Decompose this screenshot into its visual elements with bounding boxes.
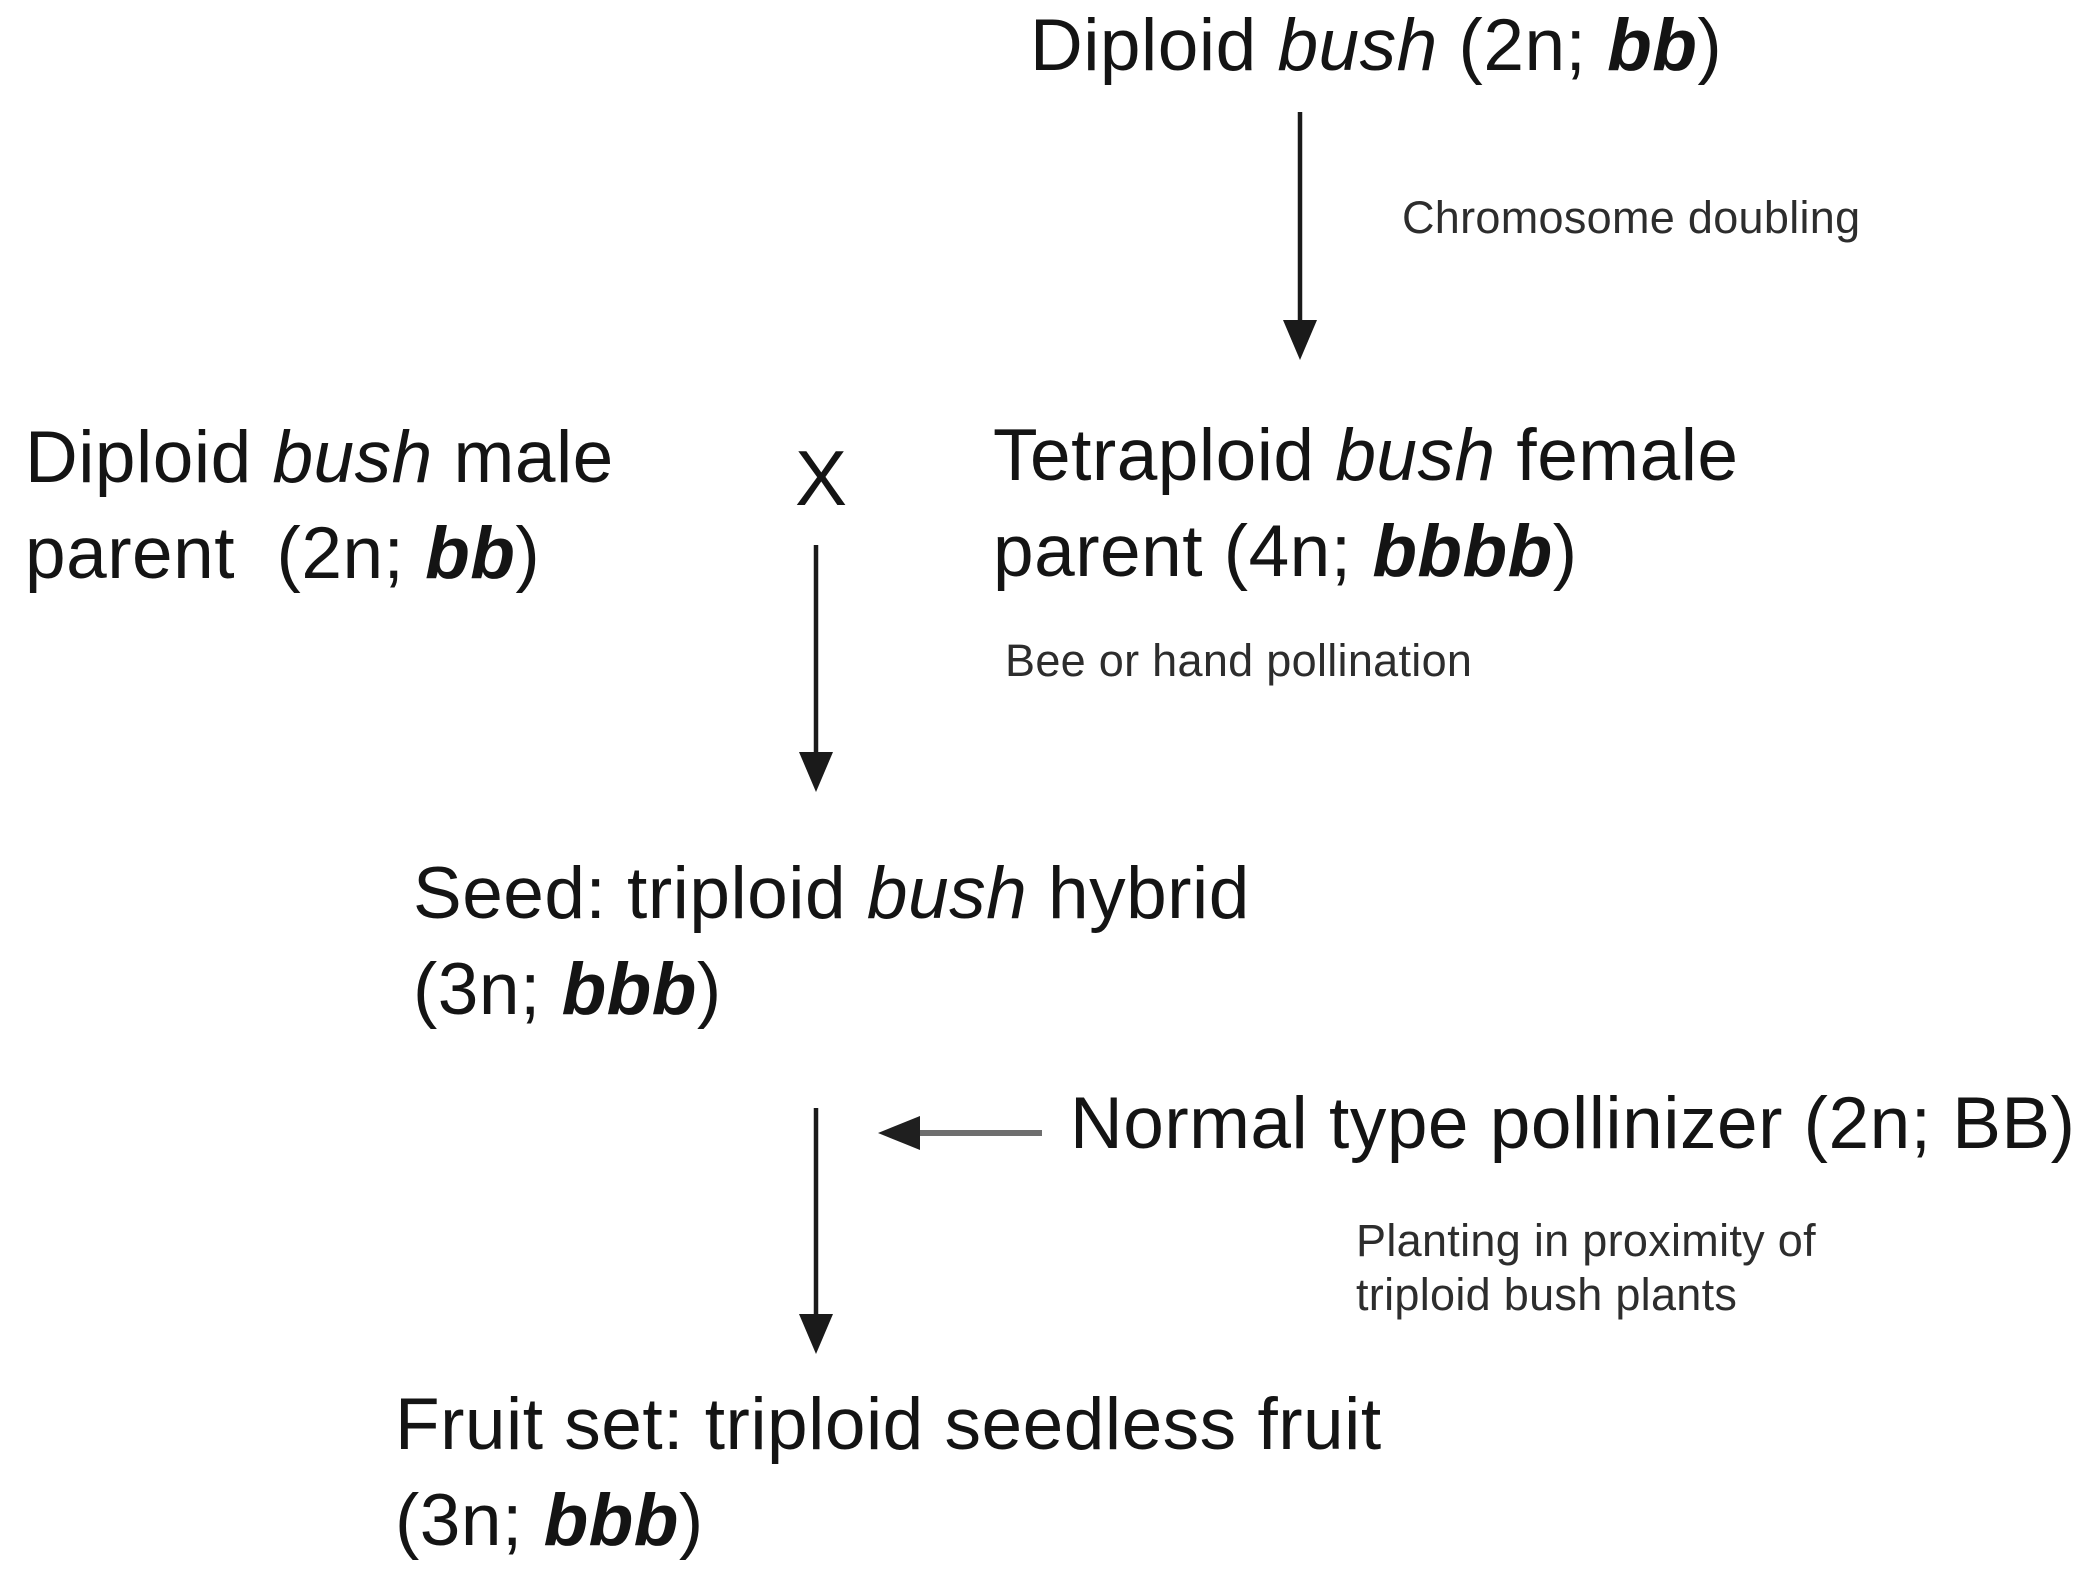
pollinizer-arrow: [878, 1116, 1042, 1150]
arrow-head: [878, 1116, 920, 1150]
node-fruit-set: Fruit set: triploid seedless fruit(3n; b…: [395, 1384, 1382, 1561]
arrow-head: [1283, 320, 1317, 360]
chromosome-doubling-arrow: [1283, 112, 1317, 360]
pollination-arrow: [799, 545, 833, 792]
node-normal-pollinizer: Normal type pollinizer (2n; BB): [1070, 1083, 2074, 1164]
label-bee-pollination: Bee or hand pollination: [1005, 635, 1473, 686]
label-chromosome-doubling: Chromosome doubling: [1402, 192, 1861, 243]
arrow-head: [799, 752, 833, 792]
fruit-set-arrow: [799, 1108, 833, 1354]
node-diploid-bush: Diploid bush (2n; bb): [1030, 5, 1723, 86]
arrow-head: [799, 1314, 833, 1354]
cross-symbol: X: [795, 434, 848, 522]
node-seed-triploid-hybrid: Seed: triploid bush hybrid(3n; bbb): [413, 853, 1250, 1030]
